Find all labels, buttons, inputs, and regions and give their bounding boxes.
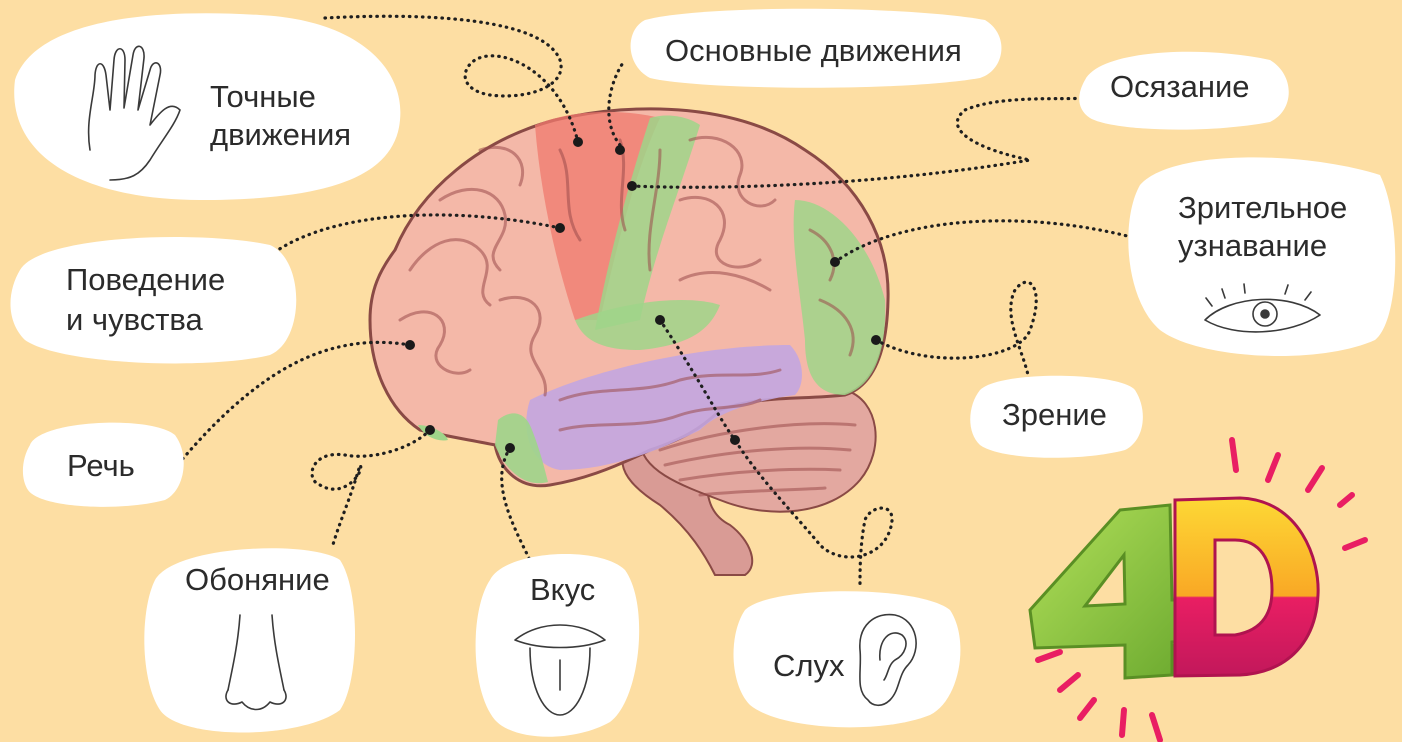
touch-label: Осязание xyxy=(1110,69,1250,104)
fine-motor-label-line1: Точные xyxy=(210,79,316,114)
brain-illustration xyxy=(370,109,888,575)
bubble-hearing: Слух xyxy=(734,591,961,727)
fine-motor-label-line2: движения xyxy=(210,117,351,152)
logo-4d: 4D xyxy=(1030,440,1365,740)
visual-recognition-label-line2: узнавание xyxy=(1178,228,1327,263)
logo-letter-d xyxy=(1175,498,1318,676)
taste-label: Вкус xyxy=(530,572,595,607)
bubble-basic-motor: Основные движения xyxy=(631,9,1002,88)
speech-label: Речь xyxy=(67,448,135,483)
vision-label: Зрение xyxy=(1002,397,1107,432)
smell-label: Обоняние xyxy=(185,562,330,597)
bubble-taste: Вкус xyxy=(476,554,640,737)
bubble-visual-recognition: Зрительное узнавание xyxy=(1128,157,1395,356)
bubble-speech: Речь xyxy=(23,423,184,507)
bubble-vision: Зрение xyxy=(970,376,1143,458)
basic-motor-label: Основные движения xyxy=(665,33,962,68)
bubble-behavior: Поведение и чувства xyxy=(10,237,296,363)
visual-recognition-label-line1: Зрительное xyxy=(1178,190,1347,225)
bubble-smell: Обоняние xyxy=(144,548,355,732)
bubble-fine-motor: Точные движения xyxy=(14,13,400,200)
hearing-label: Слух xyxy=(773,648,845,683)
bubble-touch: Осязание xyxy=(1079,52,1289,130)
behavior-label-line2: и чувства xyxy=(66,302,204,337)
behavior-label-line1: Поведение xyxy=(66,262,225,297)
